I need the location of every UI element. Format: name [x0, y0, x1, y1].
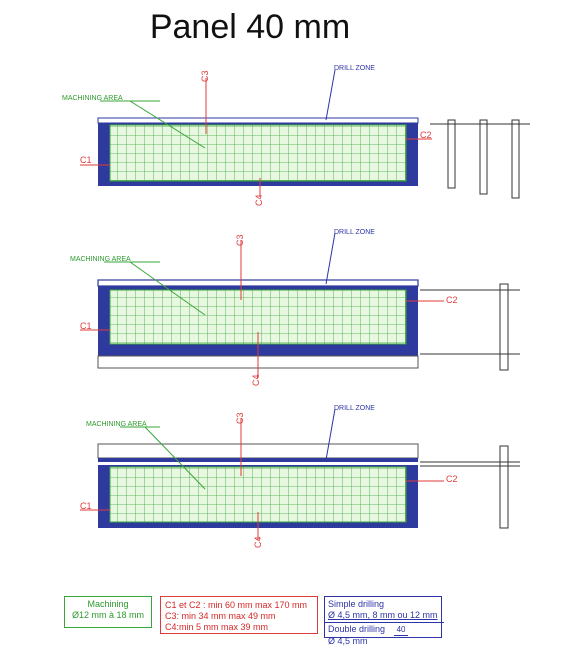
- panel-1-machining-grid: [109, 124, 407, 182]
- legend-simple-drilling-value: Ø 4,5 mm, 8 mm ou 12 mm: [328, 610, 438, 620]
- legend-double-drilling-dim: 40: [393, 624, 409, 636]
- panel-3-c2-label: C2: [446, 474, 458, 484]
- panel-3-c3-label: C3: [235, 412, 245, 424]
- legend-machining-range: Ø12 mm à 18 mm: [71, 610, 145, 620]
- legend-double-drilling-label: Double drilling: [328, 624, 386, 634]
- legend-constraints: C1 et C2 : min 60 mm max 170 mm C3: min …: [160, 596, 318, 634]
- legend-constraint-c1-c2: C1 et C2 : min 60 mm max 170 mm: [165, 600, 308, 610]
- panel-3: DRILL ZONE MACHINING AREA C3 C4 C1 C2: [80, 405, 520, 548]
- panel-2-c2-label: C2: [446, 295, 458, 305]
- panel-1-machining-label: MACHINING AREA: [62, 95, 123, 102]
- panel-2-c3-label: C3: [235, 234, 245, 246]
- panel-3-c4-label: C4: [253, 536, 263, 548]
- panel-1-c2-label: C2: [420, 130, 432, 140]
- legend-simple-drilling-label: Simple drilling: [328, 599, 385, 609]
- panel-1-side-profiles: [430, 119, 530, 199]
- panel-1-drill-zone-label: DRILL ZONE: [334, 65, 375, 72]
- panel-1-c4-label: C4: [254, 194, 264, 206]
- legend-drilling: Simple drilling Ø 4,5 mm, 8 mm ou 12 mm …: [324, 596, 444, 646]
- panel-2: DRILL ZONE MACHINING AREA C3 C4 C1 C2: [70, 229, 520, 386]
- panel-2-machining-label: MACHINING AREA: [70, 256, 131, 263]
- panel-1-drill-zone-leader: [325, 69, 336, 121]
- panel-2-c4-label: C4: [251, 374, 261, 386]
- panel-3-drill-zone-leader: [325, 408, 336, 461]
- panel-1-top-strip: [97, 117, 419, 124]
- panel-3-top-strip: [97, 443, 419, 459]
- legend-machining-title: Machining: [87, 599, 129, 609]
- panel-1-c3-label: C3: [200, 70, 210, 82]
- panel-2-top-strip: [97, 279, 419, 287]
- page-title: Panel 40 mm: [149, 8, 351, 46]
- legend-machining: Machining Ø12 mm à 18 mm: [64, 596, 152, 628]
- panel-3-drill-zone-label: DRILL ZONE: [334, 405, 375, 412]
- panel-2-side-profile: [420, 283, 520, 371]
- legend-double-drilling-value: Ø 4,5 mm: [328, 636, 368, 646]
- panel-2-drill-zone-leader: [325, 232, 336, 285]
- legend-separator: [325, 622, 444, 623]
- panel-3-side-profile: [420, 445, 520, 529]
- panel-3-c1-label: C1: [80, 501, 92, 511]
- legend-constraint-c4: C4:min 5 mm max 39 mm: [165, 622, 269, 632]
- legend-constraint-c3: C3: min 34 mm max 49 mm: [165, 611, 276, 621]
- panel-1: DRILL ZONE MACHINING AREA C3 C4 C1 C2: [62, 65, 530, 206]
- panel-2-c1-label: C1: [80, 321, 92, 331]
- legend-double-drilling-row: Double drilling 40: [328, 624, 441, 636]
- panel-3-machining-label: MACHINING AREA: [86, 421, 147, 428]
- panel-1-c1-label: C1: [80, 155, 92, 165]
- panel-2-drill-zone-label: DRILL ZONE: [334, 229, 375, 236]
